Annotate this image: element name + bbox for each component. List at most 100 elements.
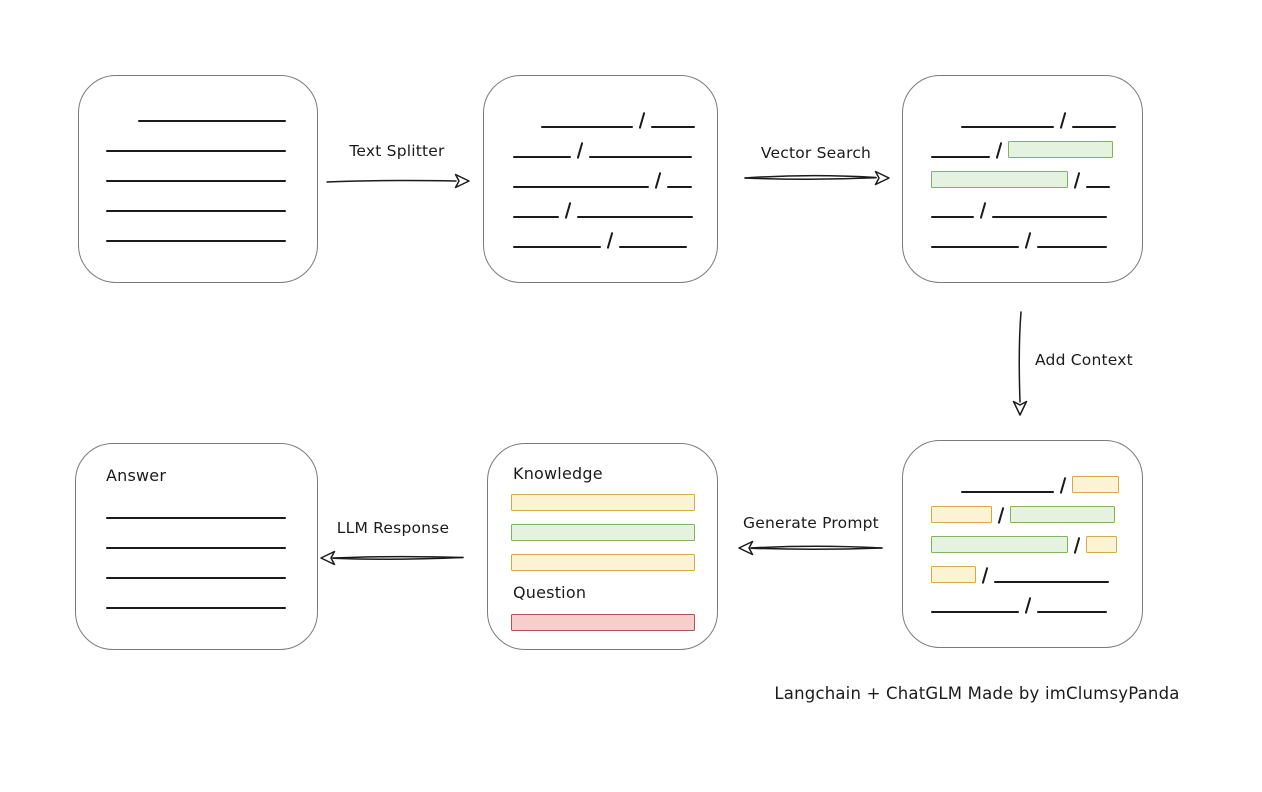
question-label: Question xyxy=(513,583,587,602)
text-line xyxy=(667,186,693,188)
add-context-label: Add Context xyxy=(1035,351,1133,369)
diagram-row xyxy=(106,549,299,579)
generate-prompt-arrow-icon xyxy=(738,540,883,556)
text-line xyxy=(513,246,601,248)
text-line xyxy=(994,581,1110,583)
text-line xyxy=(931,156,990,158)
text-line xyxy=(106,517,286,519)
slash-mark xyxy=(1059,477,1067,494)
answer-node: Answer xyxy=(75,443,318,650)
split-chunks-node xyxy=(483,75,718,283)
diagram-row xyxy=(513,218,701,249)
document-text-lines xyxy=(106,92,299,242)
prompt-node: Knowledge Question xyxy=(487,443,718,650)
text-line xyxy=(106,210,286,212)
yellow-chunk xyxy=(1072,476,1120,493)
green-chunk xyxy=(1010,506,1116,523)
question-bar xyxy=(511,601,699,631)
slash-mark xyxy=(654,172,662,189)
diagram-row xyxy=(931,493,1128,524)
knowledge-bars xyxy=(511,481,699,571)
text-line xyxy=(106,180,286,182)
chunk-text-lines xyxy=(513,98,701,249)
knowledge-label: Knowledge xyxy=(513,464,603,483)
document-node xyxy=(78,75,318,283)
diagram-row xyxy=(931,553,1128,584)
slash-mark xyxy=(1073,172,1081,189)
context-chunk-lines xyxy=(931,463,1128,614)
text-line xyxy=(513,156,571,158)
green-chunk xyxy=(931,536,1068,553)
yellow-chunk xyxy=(511,494,695,511)
diagram-row xyxy=(511,481,699,511)
slash-mark xyxy=(606,232,614,249)
diagram-row xyxy=(106,519,299,549)
slash-mark xyxy=(564,202,572,219)
text-line xyxy=(541,126,633,128)
text-line xyxy=(961,126,1054,128)
diagram-row xyxy=(931,218,1128,249)
text-line xyxy=(1086,186,1111,188)
slash-mark xyxy=(995,142,1003,159)
text-line xyxy=(106,150,286,152)
red-chunk xyxy=(511,614,695,631)
text-line xyxy=(106,607,286,609)
yellow-chunk xyxy=(931,506,992,523)
green-chunk xyxy=(511,524,695,541)
slash-mark xyxy=(1059,112,1067,129)
slash-mark xyxy=(1024,232,1032,249)
text-line xyxy=(1037,611,1108,613)
diagram-row xyxy=(513,188,701,219)
diagram-row xyxy=(106,579,299,609)
text-splitter-arrow-icon xyxy=(326,173,470,189)
diagram-row xyxy=(106,182,299,212)
green-chunk xyxy=(1008,141,1114,158)
vector-search-label: Vector Search xyxy=(760,144,872,162)
caption-text: Langchain + ChatGLM Made by imClumsyPand… xyxy=(774,684,1180,703)
text-line xyxy=(106,577,286,579)
answer-label: Answer xyxy=(106,466,167,485)
diagram-row xyxy=(513,98,701,129)
slash-mark xyxy=(1024,597,1032,614)
diagram-row xyxy=(106,122,299,152)
diagram-row xyxy=(106,489,299,519)
answer-text-lines xyxy=(106,489,299,609)
text-line xyxy=(651,126,696,128)
diagram-row xyxy=(106,92,299,122)
diagram-row xyxy=(511,601,699,631)
text-line xyxy=(106,240,286,242)
yellow-chunk xyxy=(1086,536,1118,553)
slash-mark xyxy=(576,142,584,159)
text-line xyxy=(513,216,559,218)
slash-mark xyxy=(1073,537,1081,554)
yellow-chunk xyxy=(931,566,976,583)
diagram-row xyxy=(931,583,1128,614)
text-line xyxy=(619,246,688,248)
text-line xyxy=(589,156,693,158)
add-context-arrow-icon xyxy=(1012,311,1028,416)
text-line xyxy=(931,216,974,218)
diagram-row xyxy=(106,152,299,182)
slash-mark xyxy=(997,507,1005,524)
slash-mark xyxy=(638,112,646,129)
text-line xyxy=(992,216,1108,218)
diagram-row xyxy=(513,128,701,159)
text-splitter-label: Text Splitter xyxy=(349,142,445,160)
diagram-row xyxy=(106,212,299,242)
text-line xyxy=(138,120,286,122)
diagram-row xyxy=(511,541,699,571)
diagram-row xyxy=(511,511,699,541)
generate-prompt-label: Generate Prompt xyxy=(743,514,879,532)
diagram-row xyxy=(931,128,1128,159)
yellow-chunk xyxy=(511,554,695,571)
vector-search-arrow-icon xyxy=(744,170,890,186)
text-line xyxy=(513,186,649,188)
text-line xyxy=(1037,246,1108,248)
diagram-row xyxy=(931,463,1128,494)
text-line xyxy=(931,246,1019,248)
retrieved-chunk-lines xyxy=(931,98,1128,249)
retrieved-chunks-node xyxy=(902,75,1143,283)
diagram-row xyxy=(931,158,1128,189)
text-line xyxy=(961,491,1054,493)
